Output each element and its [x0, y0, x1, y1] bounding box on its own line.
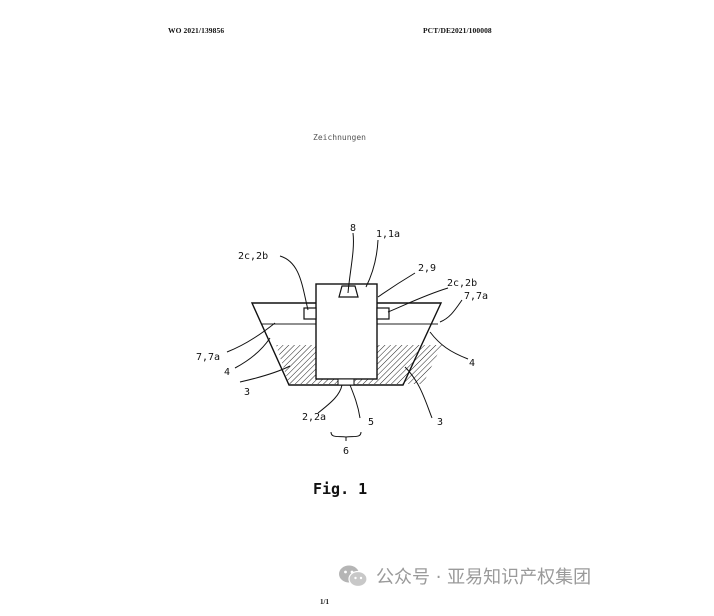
ref-label-5: 5: [368, 417, 374, 428]
insert-container: [315, 283, 378, 380]
sheet-title: Zeichnungen: [313, 133, 366, 142]
ref-label-2c-2b-right: 2c,2b: [447, 278, 477, 289]
page-number: 1/1: [320, 598, 329, 606]
ref-label-1-1a: 1,1a: [376, 229, 400, 240]
bottom-connector: [337, 378, 355, 386]
ref-label-3-left: 3: [244, 387, 250, 398]
figure-caption: Fig. 1: [313, 480, 367, 498]
ref-label-2-9: 2,9: [418, 263, 436, 274]
ref-label-7-7a-right: 7,7a: [464, 291, 488, 302]
ref-label-3-right: 3: [437, 417, 443, 428]
ref-label-2c-2b-left: 2c,2b: [238, 251, 268, 262]
publication-number: WO 2021/139856: [168, 26, 225, 35]
ref-label-4-right: 4: [469, 358, 475, 369]
application-number: PCT/DE2021/100008: [423, 26, 492, 35]
ref-label-2-2a: 2,2a: [302, 412, 326, 423]
wechat-icon: [338, 563, 368, 589]
watermark-text: 公众号 · 亚易知识产权集团: [376, 567, 592, 588]
ref-label-4-left: 4: [224, 367, 230, 378]
leader-lines: [226, 232, 469, 441]
side-lug-left: [303, 307, 317, 320]
watermark: 公众号 · 亚易知识产权集团: [338, 563, 591, 589]
ref-label-6: 6: [343, 446, 349, 457]
side-lug-right: [376, 307, 390, 320]
ref-label-7-7a-left: 7,7a: [196, 352, 220, 363]
ref-label-8: 8: [350, 223, 356, 234]
vessel-outline: [250, 302, 443, 386]
